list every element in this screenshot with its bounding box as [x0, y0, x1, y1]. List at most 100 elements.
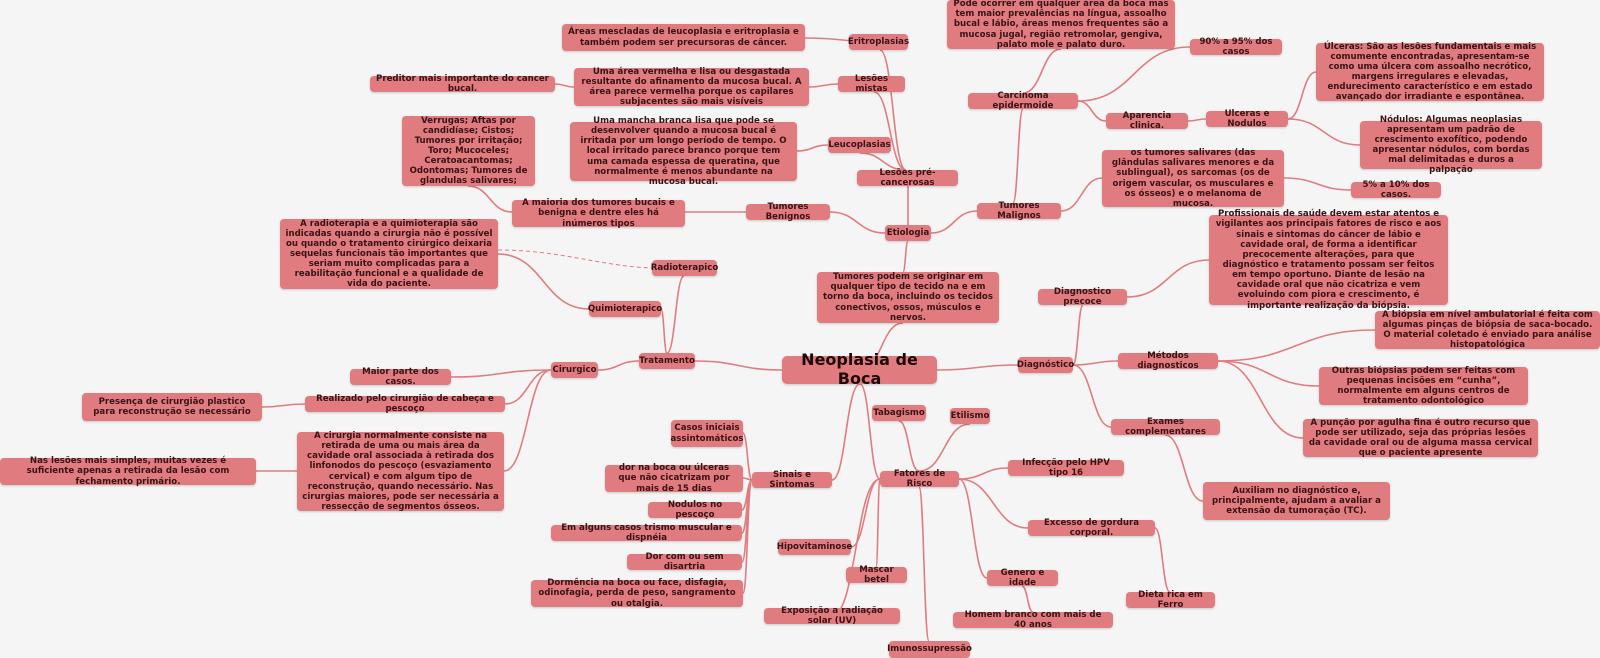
- connector-line: [796, 144, 829, 152]
- connector-line: [504, 369, 552, 405]
- note-maior-parte[interactable]: Maior parte dos casos.: [350, 367, 451, 387]
- note-realizado-cirurgiao[interactable]: Realizado pelo cirurgião de cabeça e pes…: [305, 394, 505, 414]
- note-hipovitaminose[interactable]: Hipovitaminose: [777, 539, 852, 555]
- connector-line: [1021, 585, 1034, 613]
- root-topic[interactable]: Neoplasia de Boca: [782, 350, 937, 388]
- note-tumores-benignos[interactable]: A maioria dos tumores bucais e benigna e…: [512, 198, 685, 229]
- connector-line: [597, 360, 640, 371]
- note-hpv[interactable]: Infecção pelo HPV tipo 16: [1008, 458, 1124, 478]
- note-leucoplasias[interactable]: Uma mancha branca lisa que pode se desen…: [570, 116, 797, 187]
- note-homem-branco[interactable]: Homem branco com mais de 40 anos: [953, 610, 1113, 630]
- connector-line: [1072, 360, 1119, 366]
- note-ulceras[interactable]: Úlceras: São as lesões fundamentais e ma…: [1316, 42, 1544, 102]
- note-biopsia[interactable]: A biópsia em nível ambulatorial é feita …: [1375, 310, 1600, 350]
- topic-tratamento[interactable]: Tratamento: [639, 353, 695, 369]
- note-casos-iniciais[interactable]: Casos iniciais assintomáticos: [670, 420, 744, 447]
- connector-line: [918, 423, 971, 472]
- connector-line: [936, 364, 1019, 371]
- note-lesoes-simples[interactable]: Nas lesões mais simples, muitas vezes é …: [0, 456, 256, 487]
- topic-lesoes-pre-cancerosas[interactable]: Lesões pré-cancerosas: [857, 168, 958, 188]
- relationship-dashed-line: [497, 249, 653, 269]
- connector-line: [873, 91, 907, 171]
- note-dormencia[interactable]: Dormência na boca ou face, disfagia, odi…: [531, 578, 743, 609]
- topic-ulceras-nodulos[interactable]: Ulceras e Nodulos: [1206, 109, 1288, 129]
- connector-line: [879, 49, 907, 171]
- topic-aparencia-clinica[interactable]: Aparencia clinica.: [1106, 111, 1188, 131]
- connector-line: [1060, 177, 1103, 212]
- topic-tumores-malignos[interactable]: Tumores Malignos: [977, 201, 1061, 221]
- topic-carcinoma-epidermoide[interactable]: Carcinoma epidermoide: [968, 91, 1078, 111]
- connector-line: [1077, 46, 1191, 102]
- note-etilismo[interactable]: Etilismo: [950, 408, 990, 424]
- connector-line: [1126, 259, 1210, 298]
- topic-diagnostico[interactable]: Diagnóstico: [1017, 357, 1074, 373]
- topic-sinais-sintomas[interactable]: Sinais e Sintomas: [752, 470, 832, 490]
- note-90-95-pct[interactable]: 90% a 95% dos casos: [1190, 37, 1282, 57]
- connector-line: [1217, 329, 1376, 362]
- connector-line: [1283, 177, 1352, 191]
- note-auxiliam[interactable]: Auxiliam no diagnóstico e, principalment…: [1203, 482, 1390, 520]
- connector-line: [958, 467, 1009, 480]
- connector-line: [1022, 48, 1062, 94]
- connector-line: [875, 478, 881, 568]
- connector-line: [660, 308, 668, 354]
- note-lesoes-mistas[interactable]: Uma área vermelha e lisa ou desgastada r…: [574, 67, 809, 107]
- note-tipos-benignos[interactable]: Verrugas; Aftas por candidíase; Cistos; …: [402, 116, 535, 186]
- connector-line: [1164, 434, 1204, 502]
- connector-line: [958, 478, 1029, 529]
- note-mascar-betel[interactable]: Mascar betel: [846, 565, 907, 585]
- topic-metodos-diagnosticos[interactable]: Métodos diagnosticos: [1118, 351, 1218, 371]
- connector-line: [261, 403, 306, 408]
- note-nodulos-pescoco[interactable]: Nodulos no pescoço: [648, 500, 742, 520]
- note-nodulos[interactable]: Nódulos: Algumas neoplasias apresentam u…: [1360, 115, 1542, 175]
- topic-leucoplasias[interactable]: Leucoplasias: [828, 137, 891, 153]
- connector-line: [808, 83, 839, 88]
- note-cirurgiao-plastico[interactable]: Presença de cirurgião plastico para reco…: [82, 393, 262, 421]
- note-diagnostico-precoce[interactable]: Profissionais de saúde devem estar atent…: [1209, 209, 1448, 311]
- connector-line: [742, 432, 753, 481]
- topic-quimioterapico[interactable]: Quimioterapico: [588, 301, 662, 317]
- note-preditor[interactable]: Preditor mais importante do cancer bucal…: [370, 74, 555, 94]
- note-radio-quimio[interactable]: A radioterapia e a quimioterapia são ind…: [280, 219, 498, 289]
- note-puncao[interactable]: A punção por agulha fina é outro recurso…: [1303, 418, 1538, 458]
- note-disartria[interactable]: Dor com ou sem disartria: [627, 552, 742, 572]
- connector-line: [694, 360, 783, 371]
- connector-line: [859, 152, 907, 171]
- note-cirurgia[interactable]: A cirurgia normalmente consiste na retir…: [297, 431, 504, 512]
- topic-genero-idade[interactable]: Genero e idade: [987, 568, 1058, 588]
- connector-line: [497, 253, 590, 310]
- note-imunossupressao[interactable]: Imunossupressão: [887, 641, 972, 658]
- note-eritroplasias[interactable]: Áreas mescladas de leucoplasia e eritrop…: [562, 24, 805, 51]
- note-carcinoma[interactable]: Pode ocorrer em qualquer área da boca ma…: [947, 0, 1175, 50]
- connector-line: [1287, 118, 1361, 146]
- connector-line: [1154, 527, 1171, 593]
- topic-eritroplasias[interactable]: Eritroplasias: [848, 34, 909, 50]
- connector-line: [666, 275, 685, 354]
- connector-line: [554, 83, 575, 88]
- note-dieta-ferro[interactable]: Dieta rica em Ferro: [1126, 590, 1215, 610]
- topic-etiologia[interactable]: Etiologia: [885, 225, 931, 241]
- topic-exames-complementares[interactable]: Exames complementares: [1111, 417, 1220, 437]
- note-radiacao-solar[interactable]: Exposição a radiação solar (UV): [764, 606, 900, 626]
- note-outras-biopsias[interactable]: Outras biópsias podem ser feitas com peq…: [1319, 366, 1528, 406]
- connector-line: [467, 185, 513, 213]
- topic-diagnostico-precoce[interactable]: Diagnostico precoce: [1038, 287, 1127, 307]
- connector-line: [1187, 118, 1207, 122]
- note-gordura[interactable]: Excesso de gordura corporal.: [1028, 518, 1155, 538]
- note-trismo[interactable]: Em alguns casos trismo muscular e dispné…: [551, 523, 742, 543]
- origin-note[interactable]: Tumores podem se originar em qualquer ti…: [817, 272, 999, 323]
- connector-line: [930, 210, 978, 234]
- connector-line: [1077, 100, 1107, 122]
- topic-lesoes-mistas[interactable]: Lesões mistas: [838, 74, 905, 94]
- note-tumores-salivares[interactable]: os tumores salivares (das glândulas sali…: [1102, 148, 1284, 209]
- connector-line: [503, 369, 552, 472]
- connector-line: [918, 486, 930, 642]
- topic-fatores-de-risco[interactable]: Fatores de Risco: [880, 469, 959, 489]
- topic-tumores-benignos[interactable]: Tumores Benignos: [746, 202, 830, 222]
- note-dor-boca[interactable]: dor na boca ou úlceras que não cicatriza…: [605, 463, 743, 494]
- note-5-10-pct[interactable]: 5% a 10% dos casos.: [1351, 180, 1441, 200]
- topic-radioterapico[interactable]: Radioterapico: [651, 260, 718, 276]
- topic-cirurgico[interactable]: Cirurgico: [551, 362, 598, 378]
- note-tabagismo[interactable]: Tabagismo: [872, 405, 926, 421]
